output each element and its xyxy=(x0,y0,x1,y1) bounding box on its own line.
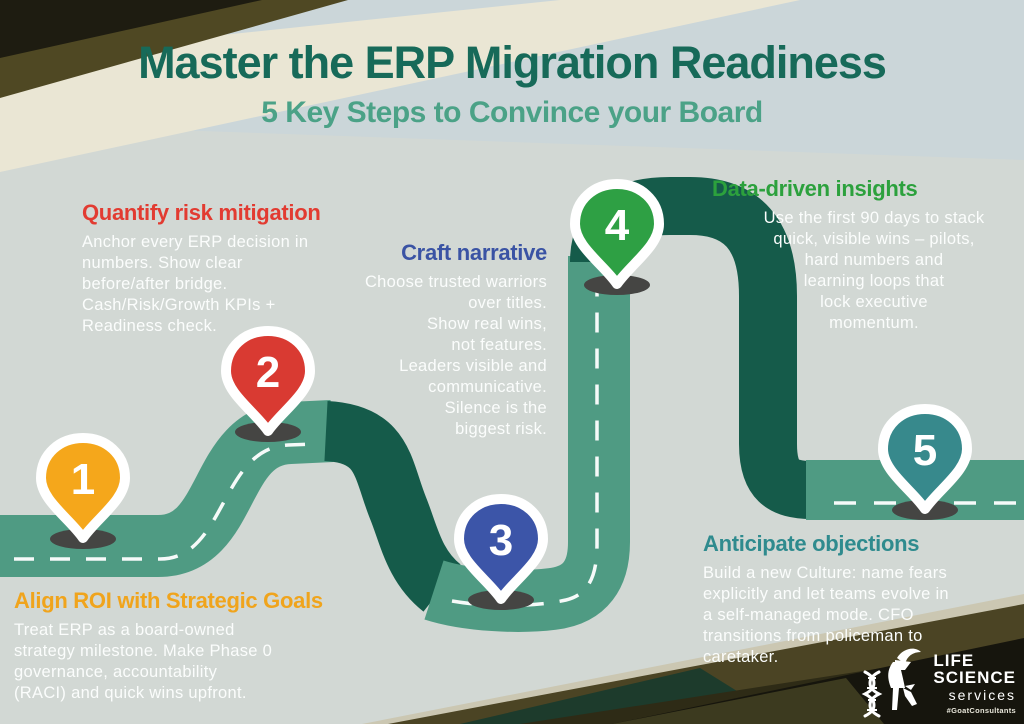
step-2-body: Anchor every ERP decision in numbers. Sh… xyxy=(82,233,309,335)
goat-dna-icon xyxy=(862,648,922,718)
step-1-body: Treat ERP as a board-owned strategy mile… xyxy=(14,621,273,702)
step-5-title: Anticipate objections xyxy=(703,531,920,556)
road-segment-dark-1 xyxy=(323,401,462,612)
brand-logo-text: LIFE SCIENCE services #GoatConsultants xyxy=(933,652,1016,721)
step-4-block: Data-driven insights Use the first 90 da… xyxy=(712,176,1012,334)
page-title: Master the ERP Migration Readiness xyxy=(138,37,887,88)
map-pin-2-number: 2 xyxy=(256,348,280,397)
step-2-title: Quantify risk mitigation xyxy=(82,200,321,225)
road-segment-light-2 xyxy=(424,256,630,632)
map-pin-2-shape xyxy=(221,326,315,436)
map-pin-2: 2 xyxy=(221,326,315,436)
map-pin-3: 3 xyxy=(454,494,548,604)
step-1-title: Align ROI with Strategic Goals xyxy=(14,588,323,613)
step-5-block: Anticipate objections Build a new Cultur… xyxy=(703,531,1008,668)
step-2-block: Quantify risk mitigation Anchor every ER… xyxy=(82,200,372,337)
map-pin-5-number: 5 xyxy=(913,426,937,475)
road-dash-line-1 xyxy=(14,442,315,561)
map-pin-5-shape xyxy=(878,404,972,514)
map-pin-4: 4 xyxy=(570,179,664,289)
map-pin-5: 5 xyxy=(878,404,972,514)
page-subtitle: 5 Key Steps to Convince your Board xyxy=(261,95,763,129)
map-pin-3-number: 3 xyxy=(489,516,513,565)
road-dash-line-2 xyxy=(451,288,599,608)
brand-logo: LIFE SCIENCE services #GoatConsultants xyxy=(853,644,1016,720)
header: Master the ERP Migration Readiness 5 Key… xyxy=(0,38,1024,130)
map-pin-1-shape xyxy=(36,433,130,543)
step-3-block: Craft narrative Choose trusted warriors … xyxy=(330,240,547,440)
brand-hashtag: #GoatConsultants xyxy=(946,705,1016,715)
brand-line-2: SCIENCE xyxy=(933,667,1016,687)
map-pin-1: 1 xyxy=(36,433,130,543)
brand-line-3: services xyxy=(948,686,1016,703)
map-pin-4-number: 4 xyxy=(605,201,630,250)
step-3-title: Craft narrative xyxy=(401,240,547,265)
step-3-body: Choose trusted warriors over titles. Sho… xyxy=(364,273,547,438)
step-1-block: Align ROI with Strategic Goals Treat ERP… xyxy=(14,588,344,704)
step-4-title: Data-driven insights xyxy=(712,176,918,201)
map-pin-3-shape xyxy=(454,494,548,604)
step-4-body: Use the first 90 days to stack quick, vi… xyxy=(763,209,985,332)
map-pin-1-number: 1 xyxy=(71,455,95,504)
step-5-body: Build a new Culture: name fears explicit… xyxy=(703,564,949,666)
map-pin-4-shape xyxy=(570,179,664,289)
brand-line-1: LIFE xyxy=(933,650,975,670)
